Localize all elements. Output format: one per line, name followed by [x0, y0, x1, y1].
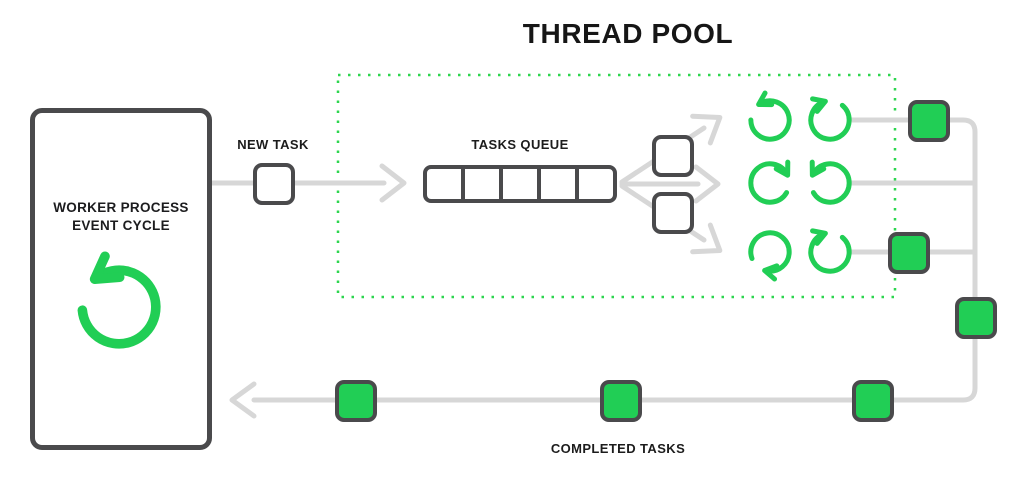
tasks-queue-label: TASKS QUEUE [471, 137, 569, 152]
queue-cell [427, 169, 465, 199]
arrowhead-to-worker [229, 381, 257, 419]
arrowhead-fan-middle [693, 164, 721, 204]
completed-task-square [888, 232, 930, 274]
dispatched-task-square [652, 192, 694, 234]
worker-label-line2: EVENT CYCLE [72, 218, 170, 233]
completed-task-square [600, 380, 642, 422]
connector-return-trunk [251, 117, 978, 403]
arrowhead-fan-up [690, 113, 723, 146]
new-task-label: NEW TASK [237, 137, 309, 152]
completed-task-square [908, 100, 950, 142]
worker-process-label: WORKER PROCESS EVENT CYCLE [30, 199, 212, 235]
queue-cell [465, 169, 503, 199]
diagram-title: THREAD POOL [522, 18, 734, 49]
completed-task-square [335, 380, 377, 422]
thread-cycle-icon [805, 95, 855, 145]
thread-cycle-icon [805, 227, 855, 277]
completed-task-square [852, 380, 894, 422]
thread-cycle-icon [745, 158, 795, 208]
queue-cell [503, 169, 541, 199]
worker-label-line1: WORKER PROCESS [53, 200, 189, 215]
completed-tasks-label: COMPLETED TASKS [550, 441, 686, 456]
thread-cycle-icon [745, 227, 795, 282]
queue-cell [541, 169, 579, 199]
queue-cell [579, 169, 613, 199]
worker-cycle-icon [71, 251, 167, 355]
thread-cycle-icon [805, 158, 855, 208]
thread-cycle-icon [745, 90, 795, 145]
dispatched-task-square [652, 135, 694, 177]
arrowhead-to-queue [379, 163, 407, 203]
new-task-square [253, 163, 295, 205]
arrowhead-fan-down [690, 222, 723, 255]
tasks-queue [423, 165, 617, 203]
completed-task-square [955, 297, 997, 339]
